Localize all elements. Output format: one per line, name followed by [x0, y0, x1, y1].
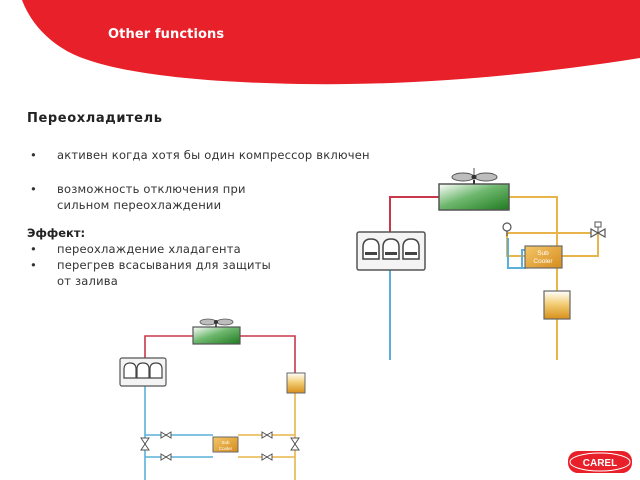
- solenoid-valve-icon: [590, 221, 606, 239]
- expansion-valve-icon: [502, 222, 512, 236]
- header-banner: [22, 0, 640, 85]
- receiver-large: [543, 290, 571, 320]
- condenser: [438, 183, 510, 211]
- subcooler-suction-line: [521, 249, 526, 269]
- effect-bullet-mark: •: [30, 258, 37, 272]
- bullet-text-line1: возможность отключения при: [57, 182, 246, 196]
- fan-icon: [199, 318, 234, 327]
- logo-text: CAREL: [583, 458, 617, 469]
- diagram-small: Sub Cooler: [119, 318, 306, 480]
- effect-title: Эффект:: [27, 226, 86, 240]
- valve-icon: [140, 431, 300, 461]
- bullet-mark: •: [30, 182, 37, 196]
- compressor-rack-icon: [356, 231, 426, 271]
- bullet-mark: •: [30, 148, 37, 162]
- effect-bullet-mark: •: [30, 242, 37, 256]
- compressor-rack-icon: [119, 357, 167, 387]
- subcooler-label-line1: Sub: [221, 440, 230, 445]
- effect-text-line1: перегрев всасывания для защиты: [57, 258, 271, 272]
- liquid-line: [508, 196, 558, 292]
- carel-logo: CAREL: [568, 451, 632, 473]
- subcooler-suction-return: [507, 238, 522, 269]
- subcooler-large: Sub Cooler: [524, 245, 563, 269]
- effect-text-line2: от залива: [57, 274, 119, 288]
- hot-gas-line: [389, 196, 440, 233]
- diagram-large: Sub Cooler: [356, 168, 606, 360]
- condenser-small: [192, 326, 241, 345]
- section-title: Переохладитель: [27, 111, 163, 126]
- fan-icon: [451, 168, 498, 184]
- header-title: Other functions: [108, 27, 225, 42]
- subcooler-label-line2: Cooler: [533, 258, 553, 265]
- subcooler-feed-line: [506, 233, 526, 257]
- hot-gas-line-small: [144, 335, 193, 358]
- subcooler-label-line2: Cooler: [219, 446, 233, 451]
- liquid-branch-line: [507, 232, 599, 257]
- receiver-small: [286, 372, 306, 394]
- effect-text: переохлаждение хладагента: [57, 242, 241, 256]
- subcooler-label-line1: Sub: [537, 250, 549, 257]
- bullet-text-line2: сильном переохлаждении: [57, 198, 222, 212]
- condenser-out-line-small: [240, 335, 296, 373]
- header-red-swoosh: [22, 0, 640, 85]
- bullet-text: активен когда хотя бы один компрессор вк…: [57, 148, 370, 162]
- subcooler-small: Sub Cooler: [212, 436, 239, 453]
